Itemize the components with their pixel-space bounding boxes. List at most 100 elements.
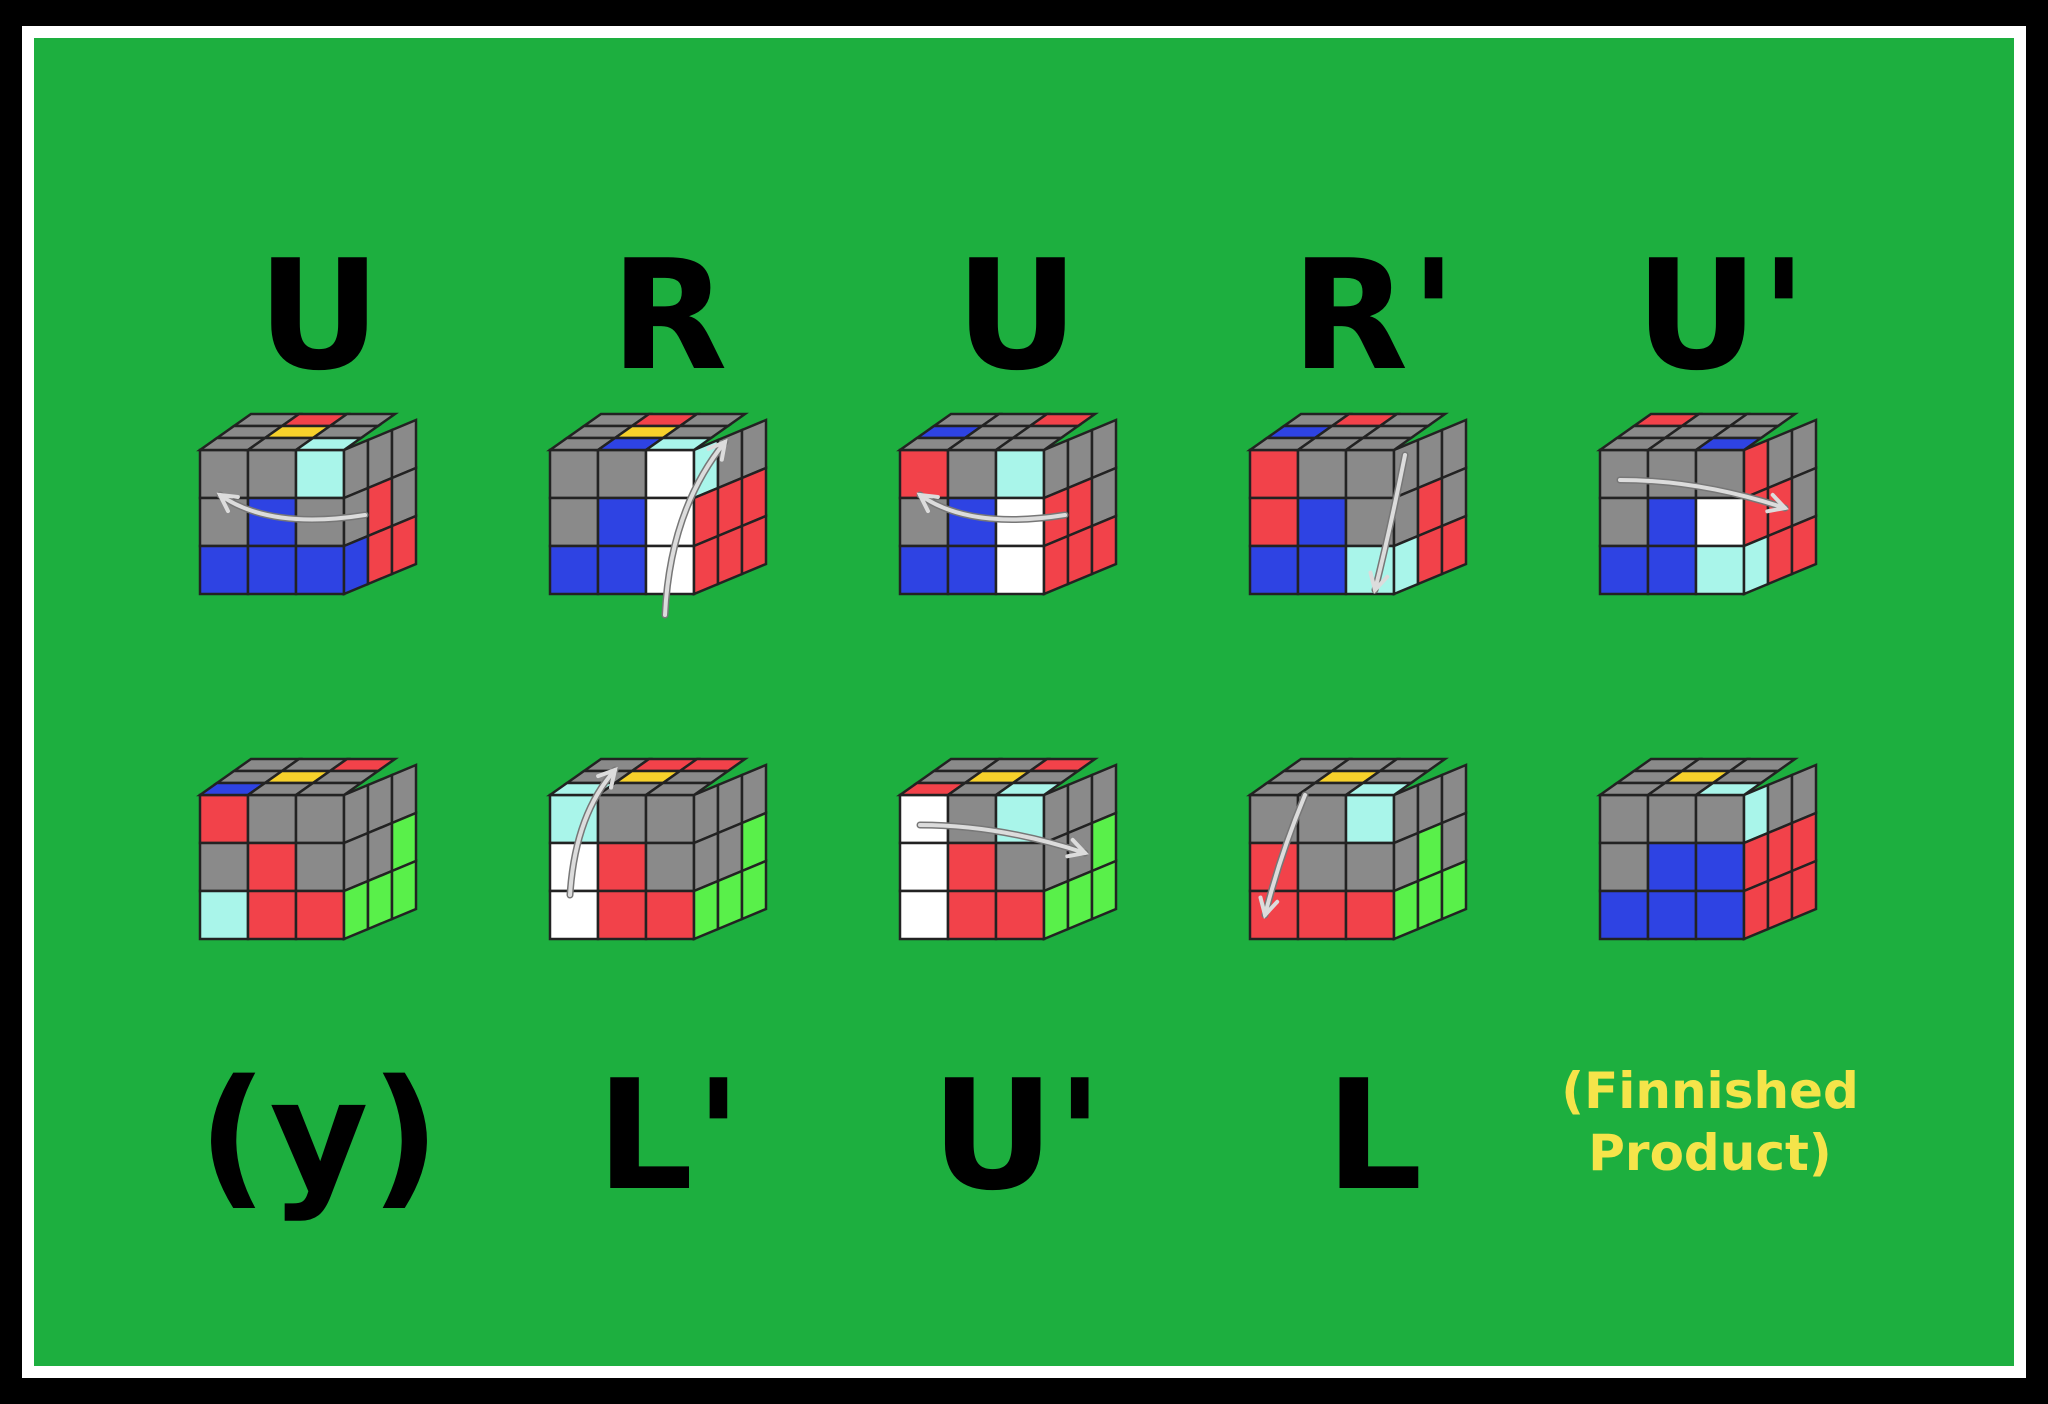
front-facelet xyxy=(946,793,998,845)
front-facelet xyxy=(1296,544,1348,596)
front-facelet xyxy=(294,544,346,596)
front-facelet xyxy=(946,544,998,596)
front-facelet xyxy=(246,889,298,941)
right-facelet xyxy=(342,534,370,596)
front-facelet xyxy=(596,889,648,941)
front-facelet xyxy=(946,889,998,941)
turn-arrow-icon xyxy=(218,493,367,522)
move-label-bottom-1: (y) xyxy=(197,1047,443,1224)
front-facelet xyxy=(994,889,1046,941)
front-facelet xyxy=(198,544,250,596)
front-facelet xyxy=(994,841,1046,893)
front-facelet xyxy=(1248,448,1300,500)
right-facelet xyxy=(716,524,744,586)
front-facelet xyxy=(1646,793,1698,845)
front-facelet xyxy=(898,544,950,596)
front-facelet xyxy=(1296,496,1348,548)
right-facelet xyxy=(1090,514,1118,576)
front-facelet xyxy=(1646,841,1698,893)
top-facelet xyxy=(642,436,715,452)
right-facelet xyxy=(1066,869,1094,931)
top-facelet xyxy=(1692,436,1765,452)
cube-top-4 xyxy=(1246,412,1468,596)
turn-arrow-icon xyxy=(663,440,727,617)
front-facelet xyxy=(548,496,600,548)
right-facelet xyxy=(1416,869,1444,931)
right-facelet xyxy=(716,869,744,931)
right-facelet xyxy=(390,859,418,921)
front-facelet xyxy=(898,793,950,845)
cube-bottom-1 xyxy=(196,757,418,941)
cube-top-2 xyxy=(546,412,768,619)
turn-arrow-icon xyxy=(918,493,1067,522)
finished-label-line-1: (Finnished xyxy=(1561,1062,1859,1120)
cube-bottom-4 xyxy=(1246,757,1468,941)
right-facelet xyxy=(692,879,720,941)
front-facelet xyxy=(246,841,298,893)
right-facelet xyxy=(1416,524,1444,586)
right-facelet xyxy=(740,859,768,921)
front-facelet xyxy=(994,448,1046,500)
front-facelet xyxy=(1646,448,1698,500)
front-facelet xyxy=(1694,793,1746,845)
front-facelet xyxy=(946,841,998,893)
green-panel xyxy=(34,38,2014,1366)
right-facelet xyxy=(1392,879,1420,941)
front-facelet xyxy=(644,889,696,941)
front-facelet xyxy=(198,841,250,893)
front-facelet xyxy=(644,841,696,893)
front-facelet xyxy=(246,793,298,845)
right-facelet xyxy=(1440,514,1468,576)
front-facelet xyxy=(198,793,250,845)
front-facelet xyxy=(1344,793,1396,845)
front-facelet xyxy=(994,544,1046,596)
right-facelet xyxy=(1440,859,1468,921)
arrow-head-icon xyxy=(916,492,940,514)
front-facelet xyxy=(1646,544,1698,596)
front-facelet xyxy=(1248,544,1300,596)
right-facelet xyxy=(366,869,394,931)
front-facelet xyxy=(294,448,346,500)
right-facelet xyxy=(1790,859,1818,921)
finished-label-line-2: Product) xyxy=(1588,1124,1832,1182)
front-facelet xyxy=(898,448,950,500)
right-facelet xyxy=(692,534,720,596)
top-facelet xyxy=(992,436,1065,452)
arrow-head-icon xyxy=(1065,837,1089,859)
turn-arrow-icon xyxy=(1373,453,1407,592)
front-facelet xyxy=(1694,544,1746,596)
front-facelet xyxy=(946,448,998,500)
front-facelet xyxy=(596,841,648,893)
front-facelet xyxy=(1248,889,1300,941)
front-facelet xyxy=(1598,544,1650,596)
front-facelet xyxy=(1296,841,1348,893)
front-facelet xyxy=(898,889,950,941)
front-facelet xyxy=(1248,496,1300,548)
front-facelet xyxy=(596,496,648,548)
right-facelet xyxy=(390,514,418,576)
front-facelet xyxy=(596,448,648,500)
right-facelet xyxy=(1090,859,1118,921)
right-facelet xyxy=(1042,879,1070,941)
front-facelet xyxy=(246,496,298,548)
front-facelet xyxy=(1694,841,1746,893)
move-label-top-4: R' xyxy=(1291,227,1459,404)
arrow-head-icon xyxy=(216,492,240,514)
front-facelet xyxy=(946,496,998,548)
front-facelet xyxy=(1296,448,1348,500)
front-facelet xyxy=(1344,448,1396,500)
arrow-head-icon xyxy=(1368,570,1390,595)
arrow-head-icon xyxy=(1258,895,1280,920)
cube-bottom-5 xyxy=(1596,757,1818,941)
turn-arrow-icon xyxy=(1263,793,1307,917)
right-facelet xyxy=(366,524,394,586)
front-facelet xyxy=(1694,496,1746,548)
cube-top-5 xyxy=(1596,412,1818,596)
move-label-bottom-3: U' xyxy=(931,1047,1105,1224)
right-facelet xyxy=(1742,879,1770,941)
front-facelet xyxy=(644,793,696,845)
cube-bottom-3 xyxy=(896,757,1118,941)
front-facelet xyxy=(596,544,648,596)
right-facelet xyxy=(1766,869,1794,931)
front-facelet xyxy=(246,544,298,596)
